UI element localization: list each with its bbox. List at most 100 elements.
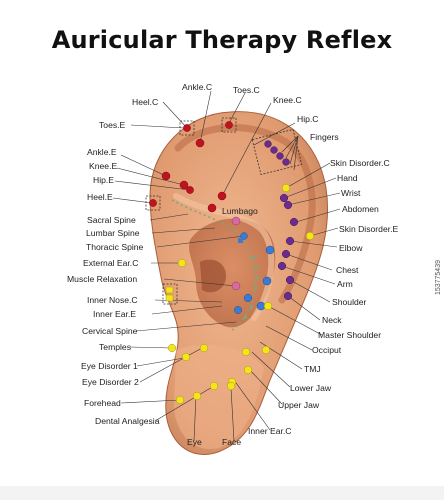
label-heel-c: Heel.C <box>132 97 158 107</box>
label-ankle-c: Ankle.C <box>182 82 212 92</box>
point-neck <box>283 291 293 301</box>
label-toes-e: Toes.E <box>99 120 126 130</box>
leader-lines <box>112 90 341 442</box>
label-abdomen: Abdomen <box>342 204 379 214</box>
watermark-band <box>0 486 444 500</box>
label-hand: Hand <box>337 173 358 183</box>
label-muscle-relaxation: Muscle Relaxation <box>67 274 137 284</box>
point-abdomen <box>289 217 299 227</box>
point-hand <box>279 193 289 203</box>
point-shoulder <box>285 275 295 285</box>
red-points <box>149 121 233 213</box>
point-knee-c <box>217 191 227 201</box>
spine-markers <box>238 238 259 319</box>
point-heel-e <box>149 199 157 207</box>
label-forehead: Forehead <box>84 398 121 408</box>
helix-fold <box>174 124 316 304</box>
label-skin-disorder-e: Skin Disorder.E <box>339 224 398 234</box>
pink-points <box>231 216 241 291</box>
label-knee-c: Knee.C <box>273 95 302 105</box>
point-dental-analgesia <box>209 381 219 391</box>
label-skin-disorder-c: Skin Disorder.C <box>330 158 390 168</box>
label-occiput: Occiput <box>312 345 342 355</box>
point-muscle-relaxation <box>231 281 241 291</box>
ear-lobe <box>174 344 264 449</box>
point-elbow <box>285 236 295 246</box>
label-sacral-spine: Sacral Spine <box>87 215 136 225</box>
label-eye-disorder-2: Eye Disorder 2 <box>82 377 139 387</box>
concha <box>189 218 276 328</box>
label-hip-c: Hip.C <box>297 114 319 124</box>
point-blue-2 <box>265 245 275 255</box>
label-face: Face <box>222 437 241 447</box>
point-wrist <box>283 200 293 210</box>
label-chest: Chest <box>336 265 359 275</box>
point-ankle-e <box>161 171 171 181</box>
point-master-shoulder <box>263 301 273 311</box>
point-skin-disorder-e <box>305 231 315 241</box>
point-inner-nose-c-1 <box>165 286 174 294</box>
label-upper-jaw: Upper Jaw <box>278 400 320 410</box>
label-fingers: Fingers <box>310 132 339 142</box>
point-lumbago <box>207 203 217 213</box>
label-ankle-e: Ankle.E <box>87 147 117 157</box>
label-elbow: Elbow <box>339 243 363 253</box>
point-blue-3 <box>262 276 272 286</box>
label-arm: Arm <box>337 279 353 289</box>
point-skin-disorder-c <box>281 183 291 193</box>
point-finger-4 <box>282 158 290 166</box>
label-eye: Eye <box>187 437 202 447</box>
label-cervical-spine: Cervical Spine <box>82 326 138 336</box>
point-upper-jaw <box>243 365 253 375</box>
point-inner-nose-c-2 <box>165 294 174 302</box>
label-knee-e: Knee.E <box>89 161 117 171</box>
point-face <box>226 381 236 391</box>
label-eye-disorder-1: Eye Disorder 1 <box>81 361 138 371</box>
point-lower-jaw <box>261 345 271 355</box>
point-finger-1 <box>264 140 272 148</box>
label-inner-ear-e: Inner Ear.E <box>93 309 136 319</box>
label-master-shoulder: Master Shoulder <box>318 330 381 340</box>
diagram-title: Auricular Therapy Reflex <box>51 26 393 54</box>
label-neck: Neck <box>322 315 342 325</box>
point-toes-c <box>225 121 233 129</box>
label-shoulder: Shoulder <box>332 297 367 307</box>
point-chest <box>281 249 291 259</box>
point-inner-ear-e <box>234 306 242 314</box>
point-forehead <box>175 395 185 405</box>
point-eye <box>192 391 202 401</box>
point-finger-2 <box>270 146 278 154</box>
purple-points <box>264 140 299 301</box>
point-lumbar-spine <box>231 216 241 226</box>
yellow-points <box>165 183 315 405</box>
point-temples <box>167 343 177 353</box>
label-lower-jaw: Lower Jaw <box>290 383 332 393</box>
point-thoracic-spine <box>240 232 248 240</box>
point-eye-disorder-2 <box>199 343 209 353</box>
label-lumbar-spine: Lumbar Spine <box>86 228 140 238</box>
point-arm <box>277 261 287 271</box>
label-wrist: Wrist <box>341 188 361 198</box>
point-eye-disorder-1 <box>181 352 191 362</box>
point-finger-3 <box>276 152 284 160</box>
point-hip-e <box>186 186 194 194</box>
label-toes-c: Toes.C <box>233 85 260 95</box>
point-cervical-spine <box>243 293 253 303</box>
label-temples: Temples <box>99 342 131 352</box>
point-tmj <box>241 347 251 357</box>
point-knee-e <box>179 180 189 190</box>
stock-id: 153775439 <box>435 260 442 296</box>
spine-line <box>171 199 257 331</box>
blue-points <box>234 232 275 314</box>
label-dental-analgesia: Dental Analgesia <box>95 416 160 426</box>
point-occiput <box>256 301 266 311</box>
reflex-boxes <box>145 117 303 305</box>
label-tmj: TMJ <box>304 364 321 374</box>
antihelix <box>173 193 275 321</box>
label-heel-e: Heel.E <box>87 192 113 202</box>
label-thoracic-spine: Thoracic Spine <box>86 242 144 252</box>
point-external-ear-c <box>177 258 187 268</box>
label-inner-nose-c: Inner Nose.C <box>87 295 138 305</box>
